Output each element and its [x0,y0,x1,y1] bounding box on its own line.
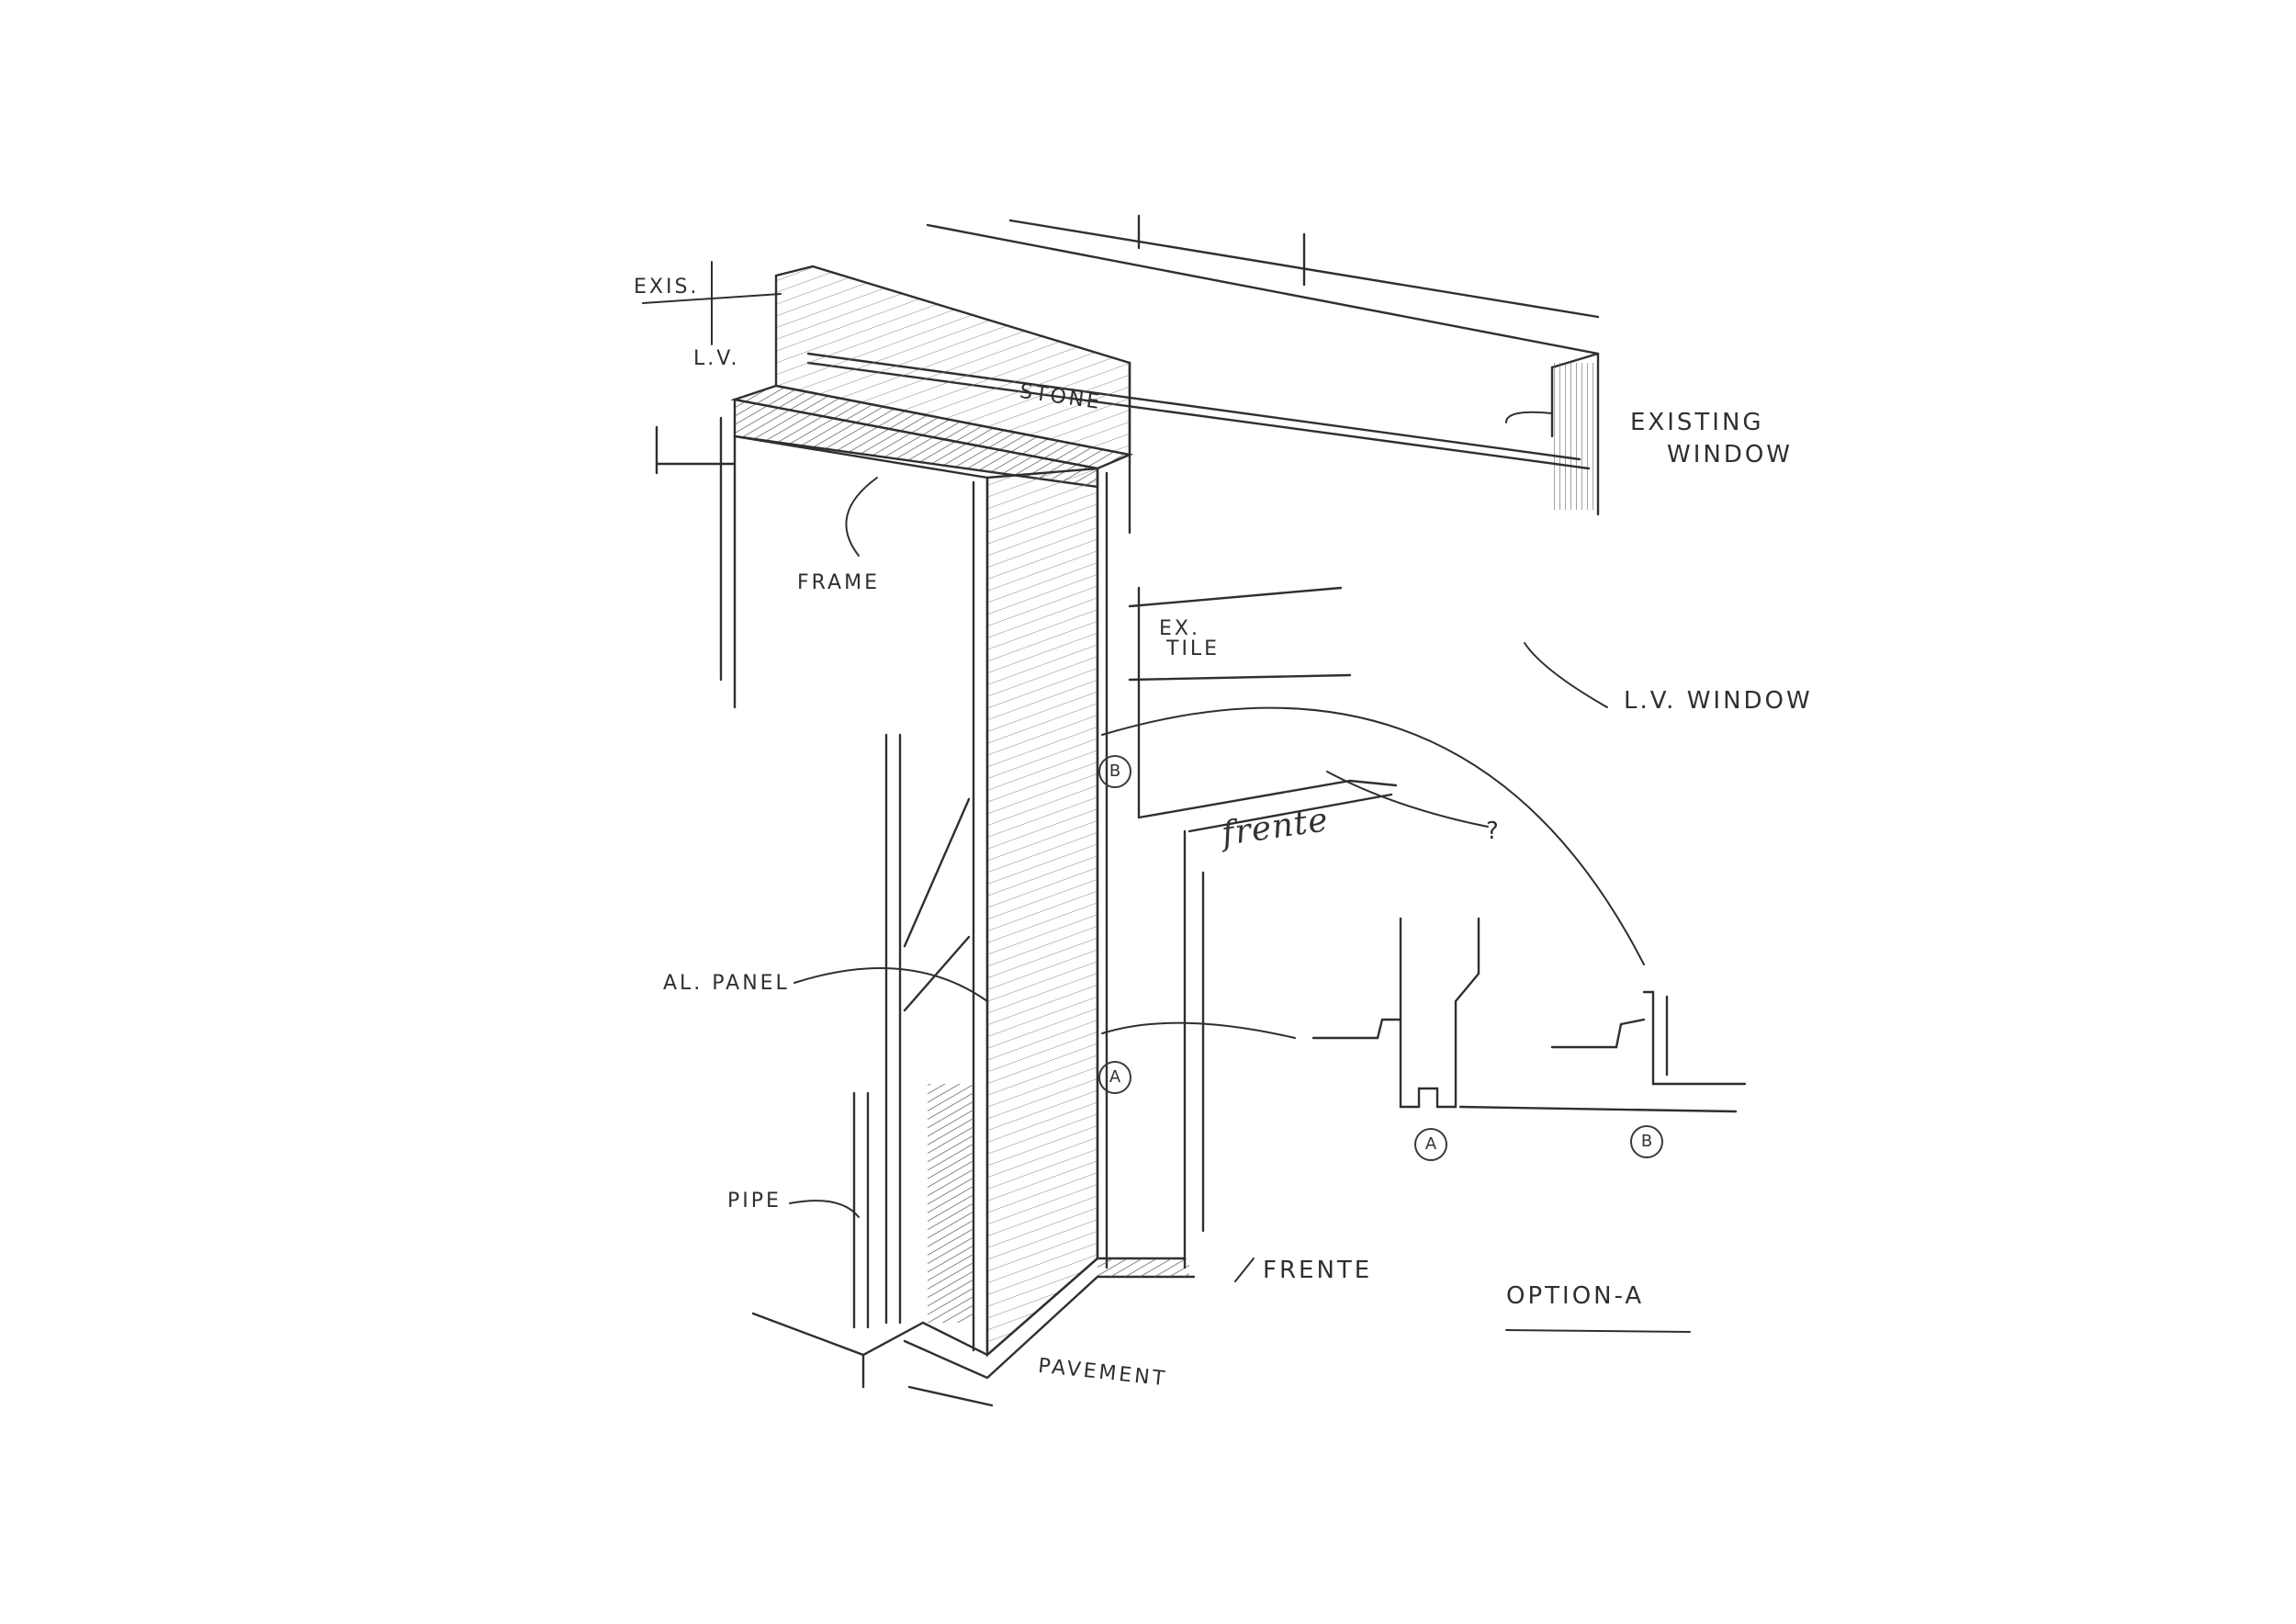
label-existing-window-2: WINDOW [1667,441,1794,468]
al-panel-column [928,467,1109,1358]
detail-a [1311,917,1738,1113]
existing-wall [806,214,1600,516]
leader-lines [642,261,1691,1333]
label-frame: FRAME [797,571,880,594]
label-existing-window-1: EXISTING [1630,409,1764,436]
pipe [852,733,971,1329]
marker-b-column: B [1098,755,1131,788]
label-question: ? [1486,818,1502,845]
frente-opening [1128,586,1398,1269]
marker-a-detail: A [1414,1128,1447,1161]
pavement [751,1257,1196,1407]
label-ex-tile-2: TILE [1166,637,1221,660]
marker-b-detail: B [1630,1125,1663,1158]
label-exis: EXIS. [634,276,700,299]
label-option-a: OPTION-A [1506,1282,1645,1310]
label-ex-tile-1: EX. [1159,617,1200,640]
detail-b [1550,990,1747,1086]
label-lv-window: L.V. WINDOW [1624,687,1813,715]
label-lv: L.V. [693,347,740,370]
marker-a-column: A [1098,1061,1131,1094]
label-frente-bottom: FRENTE [1263,1257,1373,1284]
label-pipe: PIPE [727,1190,782,1212]
label-al-panel: AL. PANEL [663,972,790,995]
